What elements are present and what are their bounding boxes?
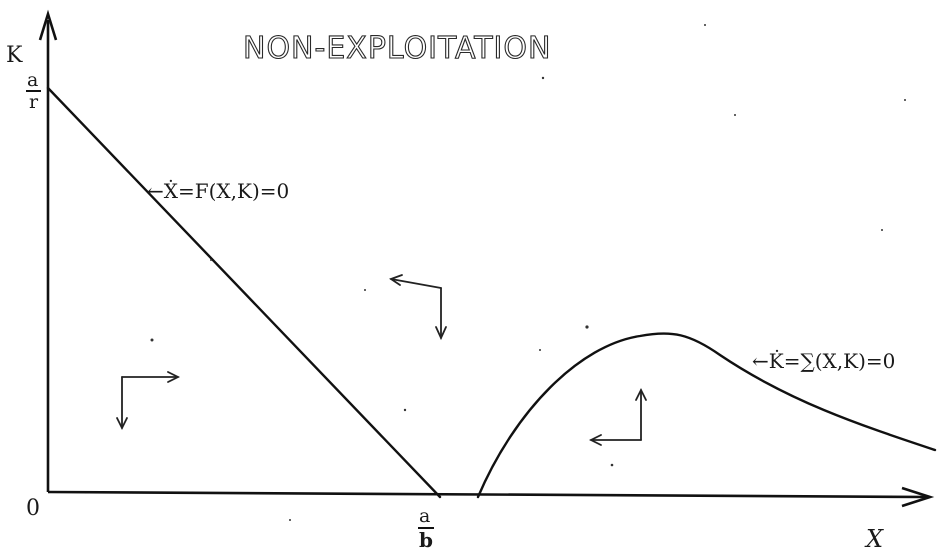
x-intercept-numerator: a — [419, 505, 430, 527]
x-isocline-line — [46, 86, 442, 499]
k-isocline-curve — [476, 332, 937, 499]
x-axis — [47, 490, 931, 499]
y-axis-label: K — [6, 43, 23, 68]
direction-arrows-right-region — [588, 387, 647, 446]
origin-label: 0 — [26, 496, 40, 521]
y-intercept-denominator: r — [29, 91, 39, 113]
x-intercept-label: a b — [418, 505, 434, 551]
scan-specks — [150, 24, 906, 521]
x-axis-arrowhead — [901, 486, 935, 508]
diagram-title: NON-EXPLOITATION — [243, 31, 551, 66]
x-axis-label: X — [864, 525, 884, 551]
y-intercept-label: a r — [26, 69, 41, 113]
x-isocline-label: ←Ẋ=F(X,K)=0 — [147, 179, 289, 203]
k-isocline-label: ←K̇=∑(X,K)=0 — [752, 349, 895, 373]
y-intercept-numerator: a — [27, 69, 38, 91]
direction-arrows-left-region — [116, 371, 181, 431]
x-intercept-denominator: b — [419, 528, 433, 551]
direction-arrows-middle-region — [389, 274, 447, 341]
y-axis-arrowhead — [38, 9, 58, 41]
